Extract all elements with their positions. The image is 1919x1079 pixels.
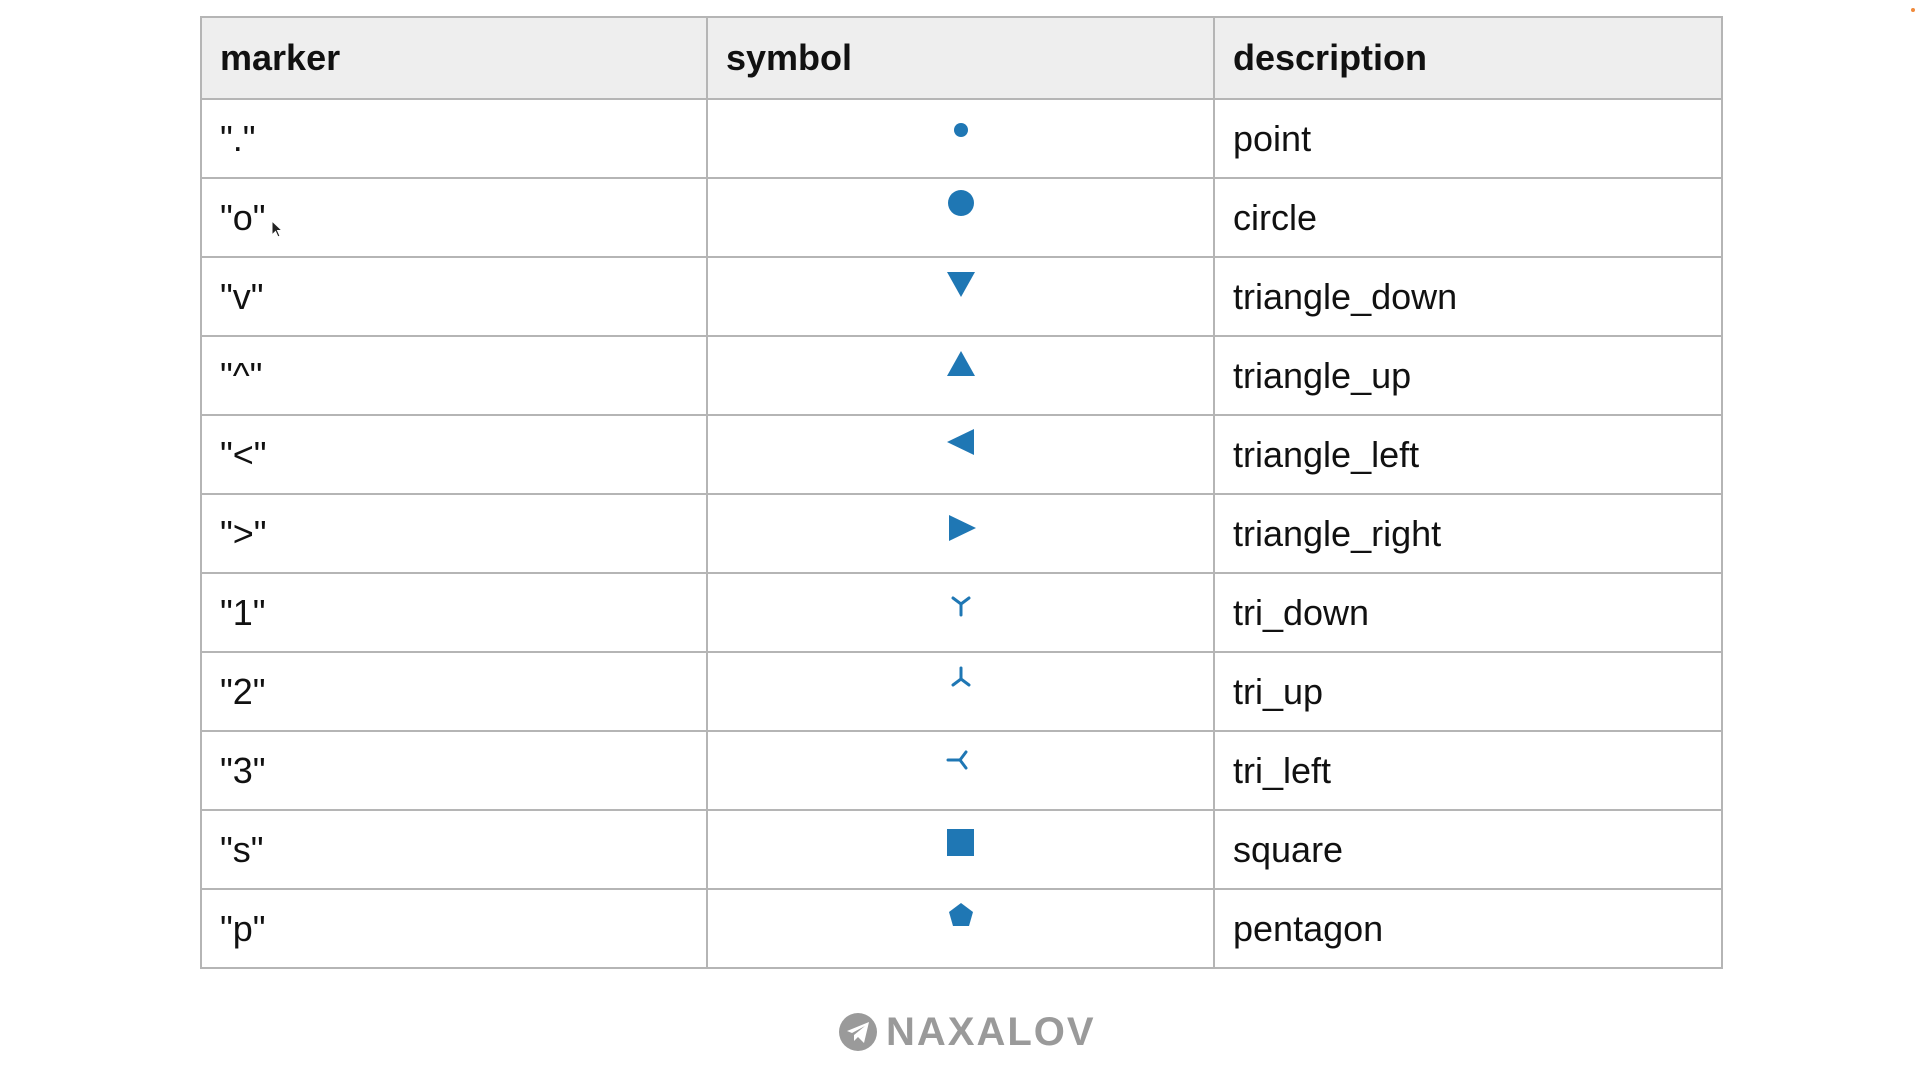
tri-left-marker-icon — [946, 750, 967, 770]
watermark-text: NAXALOV — [886, 1009, 1096, 1054]
description-cell: tri_down — [1213, 572, 1723, 653]
symbol-cell — [706, 730, 1215, 811]
triangle-up-marker-icon — [946, 351, 975, 376]
circle-marker-icon — [947, 190, 974, 216]
marker-cell: "o" — [200, 177, 708, 258]
marker-cell: "<" — [200, 414, 708, 495]
table-row: "o" circle — [200, 177, 1723, 258]
description-cell: point — [1213, 98, 1723, 179]
table-row: "3" tri_left — [200, 730, 1723, 811]
symbol-cell — [706, 493, 1215, 574]
marker-cell: "^" — [200, 335, 708, 416]
marker-reference-table: marker symbol description "." point "o" … — [200, 16, 1723, 969]
table-row: "1" tri_down — [200, 572, 1723, 653]
marker-cell: "3" — [200, 730, 708, 811]
symbol-cell — [706, 335, 1215, 416]
table-row: "2" tri_up — [200, 651, 1723, 732]
telegram-plane-icon — [839, 1013, 877, 1051]
marker-cell: "v" — [200, 256, 708, 337]
marker-cell: "1" — [200, 572, 708, 653]
description-cell: square — [1213, 809, 1723, 890]
description-cell: triangle_up — [1213, 335, 1723, 416]
marker-cell: "." — [200, 98, 708, 179]
corner-dot — [1911, 8, 1915, 12]
table-row: "p" pentagon — [200, 888, 1723, 969]
marker-cell: "s" — [200, 809, 708, 890]
square-marker-icon — [946, 829, 974, 856]
symbol-cell — [706, 98, 1215, 179]
header-symbol: symbol — [706, 16, 1215, 100]
symbol-cell — [706, 256, 1215, 337]
watermark: NAXALOV — [838, 1010, 1096, 1054]
symbol-cell — [706, 888, 1215, 969]
marker-cell: ">" — [200, 493, 708, 574]
triangle-left-marker-icon — [946, 429, 974, 455]
description-cell: triangle_right — [1213, 493, 1723, 574]
marker-cell: "2" — [200, 651, 708, 732]
table-row: "s" square — [200, 809, 1723, 890]
mouse-cursor-icon — [271, 220, 284, 238]
table-header-row: marker symbol description — [200, 16, 1723, 100]
table-row: "<" triangle_left — [200, 414, 1723, 495]
table-row: "^" triangle_up — [200, 335, 1723, 416]
symbol-cell — [706, 572, 1215, 653]
description-cell: circle — [1213, 177, 1723, 258]
description-cell: triangle_down — [1213, 256, 1723, 337]
header-description: description — [1213, 16, 1723, 100]
table-row: ">" triangle_right — [200, 493, 1723, 574]
triangle-down-marker-icon — [946, 272, 975, 297]
symbol-cell — [706, 651, 1215, 732]
symbol-cell — [706, 177, 1215, 258]
tri-up-marker-icon — [951, 666, 970, 687]
symbol-cell — [706, 414, 1215, 495]
description-cell: pentagon — [1213, 888, 1723, 969]
point-marker-icon — [953, 123, 968, 137]
marker-cell: "p" — [200, 888, 708, 969]
tri-down-marker-icon — [951, 596, 970, 617]
description-cell: tri_left — [1213, 730, 1723, 811]
symbol-cell — [706, 809, 1215, 890]
table-row: "." point — [200, 98, 1723, 179]
triangle-right-marker-icon — [948, 515, 976, 541]
pentagon-marker-icon — [948, 903, 973, 926]
header-marker: marker — [200, 16, 708, 100]
description-cell: tri_up — [1213, 651, 1723, 732]
table-row: "v" triangle_down — [200, 256, 1723, 337]
description-cell: triangle_left — [1213, 414, 1723, 495]
